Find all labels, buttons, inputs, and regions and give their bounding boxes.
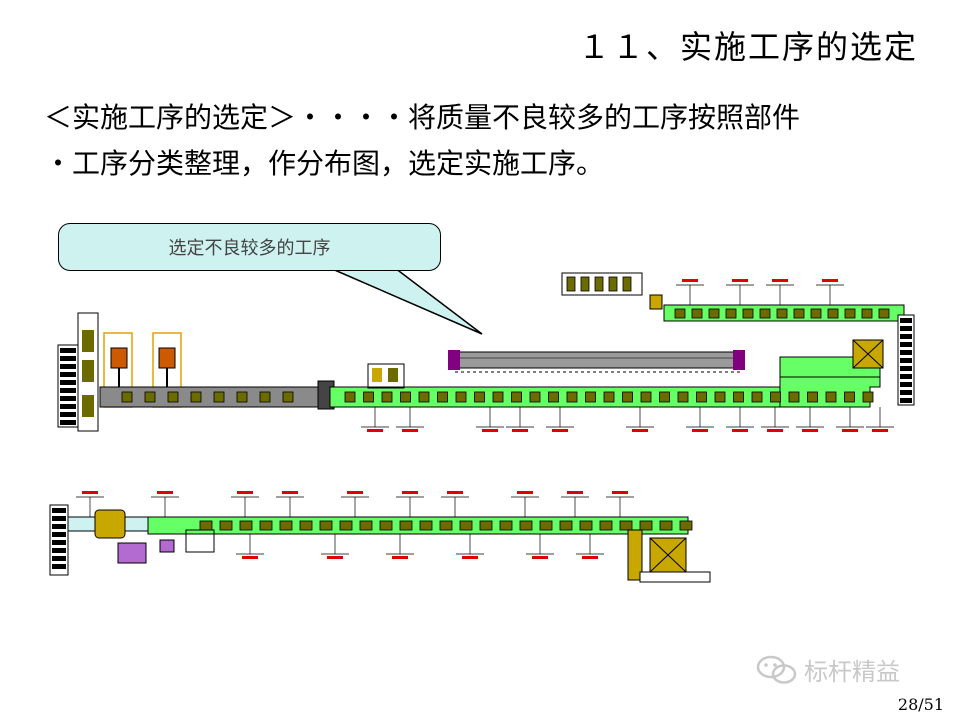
callout-text: 选定不良较多的工序 xyxy=(168,238,331,259)
upper-line xyxy=(57,272,915,432)
watermark-text: 标杆精益 xyxy=(804,658,900,686)
body-text-line-2: ・工序分类整理，作分布图，选定实施工序。 xyxy=(44,147,605,180)
callout-box: 选定不良较多的工序 xyxy=(58,223,441,271)
body-text-line-1: ＜实施工序的选定＞・・・・将质量不良较多的工序按照部件 xyxy=(44,101,801,134)
watermark: 标杆精益 xyxy=(756,652,900,687)
slide-title: １１、实施工序的选定 xyxy=(577,28,918,66)
page-number: 28/51 xyxy=(897,695,944,714)
left-rack xyxy=(57,312,99,432)
callout-pointer xyxy=(329,267,483,335)
overhead-rail xyxy=(448,350,745,373)
lower-line xyxy=(49,491,711,583)
wechat-icon xyxy=(756,655,797,684)
